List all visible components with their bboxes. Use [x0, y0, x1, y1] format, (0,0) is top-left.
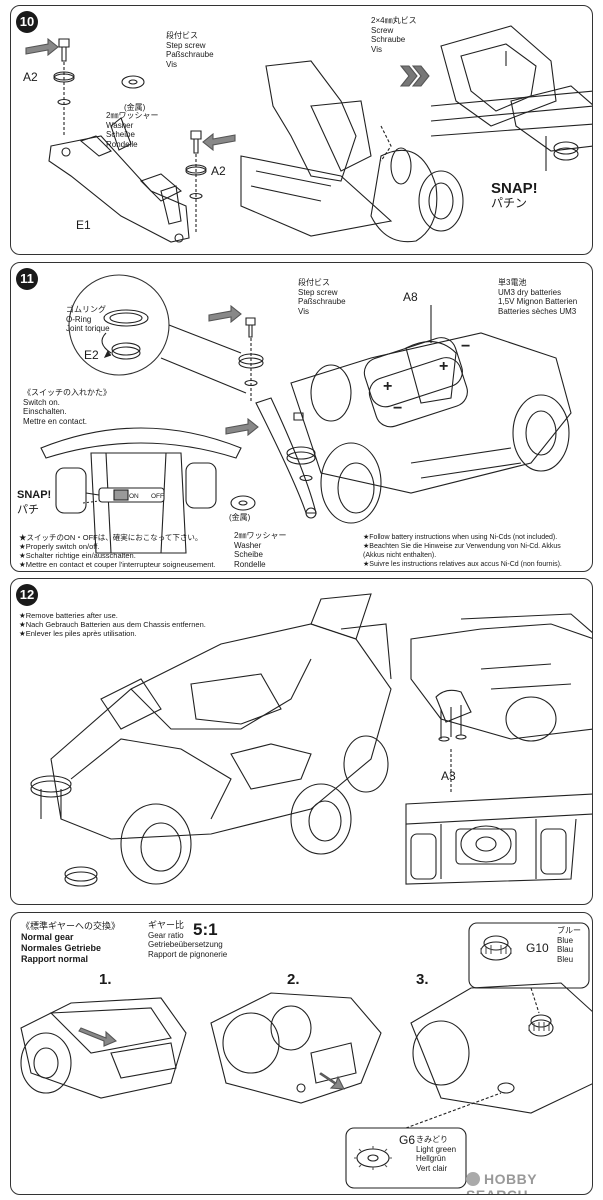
- svg-text:−: −: [461, 338, 470, 355]
- gear-step-2: 2.: [287, 971, 300, 988]
- gear-step-1: 1.: [99, 971, 112, 988]
- step-11-washer-metal-label: (金属): [229, 513, 251, 522]
- step-10-panel: 10: [10, 5, 593, 255]
- ni-cd-notes: ★Follow battery instructions when using …: [363, 534, 562, 568]
- remove-batteries-notes: ★Remove batteries after use.★Nach Gebrau…: [19, 611, 206, 638]
- part-a8: A8: [403, 290, 418, 304]
- gear-drawing: [20, 922, 592, 1189]
- step-11-drawing: + + − −: [40, 274, 572, 554]
- gear-panel: 《標準ギヤーへの交換》 Normal gear Normales Getrieb…: [10, 912, 593, 1195]
- part-g10: G10: [526, 941, 549, 955]
- gear-ratio-label: ギヤー比 Gear ratio Getriebeübersetzung Rapp…: [148, 920, 228, 959]
- switch-notes: ★スイッチのON・OFFは、確実におこなって下さい。★Properly swit…: [19, 533, 216, 569]
- step-11-panel: 11: [10, 262, 593, 572]
- step-number-11: 11: [16, 268, 38, 290]
- svg-text:+: +: [383, 378, 392, 395]
- part-a2-left: A2: [23, 70, 38, 84]
- step-10-snap: SNAP!パチン: [491, 180, 538, 210]
- normal-gear-title: 《標準ギヤーへの交換》 Normal gear Normales Getrieb…: [21, 921, 121, 964]
- gear-step-3: 3.: [416, 971, 429, 988]
- step-number-10: 10: [16, 11, 38, 33]
- step-number-12: 12: [16, 584, 38, 606]
- step-10-drawing: [25, 25, 592, 243]
- step-12-drawing: [30, 593, 592, 887]
- part-a3: A3: [441, 769, 456, 783]
- switch-on-instructions: 《スイッチの入れかた》Switch on.Einschalten.Mettre …: [23, 388, 111, 426]
- step-11-snap: SNAP!パチ: [17, 489, 52, 516]
- svg-text:+: +: [439, 358, 448, 375]
- gear-ratio-value: 5:1: [193, 920, 218, 939]
- switch-off-label: OFF: [151, 493, 164, 500]
- svg-text:−: −: [393, 400, 402, 417]
- part-e1: E1: [76, 218, 91, 232]
- part-e2: E2: [84, 348, 99, 362]
- part-g6: G6: [399, 1133, 416, 1147]
- hobby-search-watermark: HOBBY SEARCH: [466, 1171, 537, 1195]
- switch-on-label: ON: [129, 493, 139, 500]
- part-a2-right: A2: [211, 164, 226, 178]
- step-12-panel: 12 ★Remove batteries after use.★Nach Geb…: [10, 578, 593, 905]
- hobby-search-logo-icon: [466, 1172, 480, 1186]
- step-10-washer-metal-label: (金属): [124, 103, 146, 112]
